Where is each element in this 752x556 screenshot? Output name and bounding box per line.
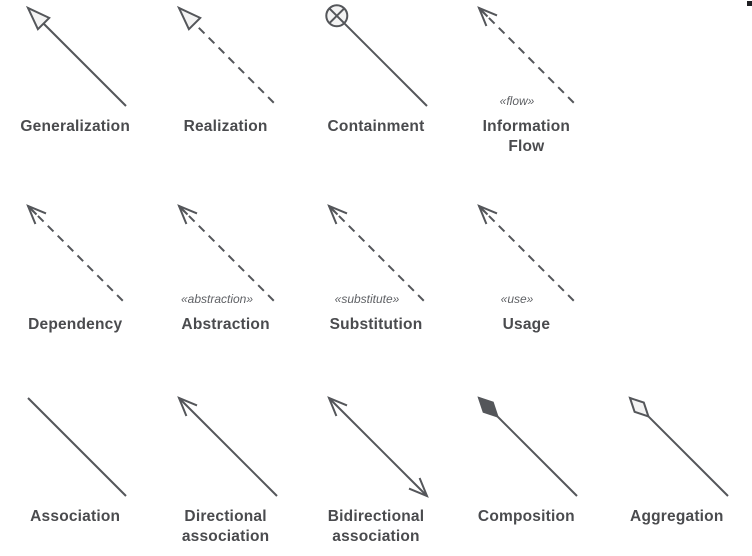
composition-label: Composition [477,508,575,525]
dependency-label: Dependency [28,316,123,333]
stereotype-label: «substitute» [335,292,400,306]
legend-item-generalization: Generalization [0,0,150,190]
stereotype-label: «flow» [500,94,535,108]
containment-label: Containment [327,118,425,135]
stereotype-label: «abstraction» [181,292,253,306]
substitution-arrow-icon: «substitute» [327,204,428,306]
legend-item-association: Association [0,390,150,556]
stereotype-label: «use» [501,292,534,306]
association-line-icon [27,397,127,497]
containment-arrow-icon [325,4,428,107]
directional-association-label: Directional association [181,508,270,546]
bidirectional-association-label: Bidirectional association [327,508,425,546]
legend-item-directional-association: Directional association [150,390,300,556]
abstraction-arrow-icon: «abstraction» [176,204,278,306]
aggregation-arrow-icon [628,396,729,497]
aggregation-label: Aggregation [630,508,724,525]
screenshot-corner-artifact [747,1,752,6]
composition-arrow-icon [477,396,579,497]
generalization-label: Generalization [20,118,130,135]
legend-item-information-flow: «flow» Information Flow [451,0,601,190]
legend-item-abstraction: «abstraction» Abstraction [150,198,300,382]
realization-arrow-icon [176,5,278,107]
dependency-arrow-icon [26,204,127,305]
substitution-label: Substitution [329,316,423,333]
legend-item-bidirectional-association: Bidirectional association [301,390,451,556]
information-flow-arrow-icon: «flow» [477,6,579,108]
directional-association-arrow-icon [176,396,278,497]
legend-item-realization: Realization [150,0,300,190]
legend-item-aggregation: Aggregation [602,390,752,556]
bidirectional-association-arrow-icon [327,396,429,498]
legend-item-substitution: «substitute» Substitution [301,198,451,382]
information-flow-label: Information Flow [482,118,571,156]
legend-item-composition: Composition [451,390,601,556]
legend-item-containment: Containment [301,0,451,190]
legend-row-1: Generalization Realization Containment «… [0,0,752,190]
legend-row-3: Association Directional association Bidi… [0,382,752,556]
generalization-arrow-icon [26,5,127,107]
realization-label: Realization [183,118,268,135]
legend-row-2: Dependency «abstraction» Abstraction «su… [0,190,752,382]
legend-item-usage: «use» Usage [451,198,601,382]
usage-label: Usage [502,316,551,333]
association-label: Association [30,508,121,525]
usage-arrow-icon: «use» [477,204,579,306]
abstraction-label: Abstraction [181,316,270,333]
legend-item-dependency: Dependency [0,198,150,382]
